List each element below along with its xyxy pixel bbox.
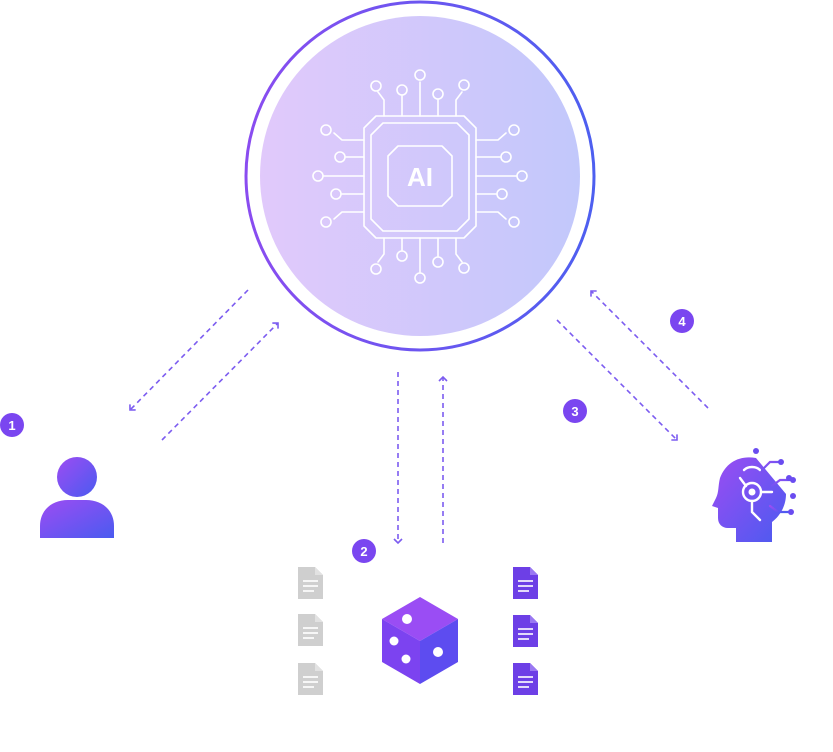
step-number: 3 xyxy=(571,404,578,419)
arrow-hub-to-user xyxy=(129,289,249,411)
document-icon xyxy=(513,567,538,599)
cube-icon xyxy=(382,597,458,684)
ai-hub: AI xyxy=(244,0,596,352)
step-badge-2: 2 xyxy=(352,539,376,563)
document-icon xyxy=(513,615,538,647)
arrow-ai-head-to-hub xyxy=(590,290,709,409)
flow-arrows xyxy=(129,289,709,545)
step-number: 4 xyxy=(678,314,686,329)
document-icon xyxy=(298,663,323,695)
document-icon xyxy=(298,567,323,599)
step-badge-3: 3 xyxy=(563,399,587,423)
ai-chip-icon xyxy=(312,69,528,284)
arrow-hub-to-ai-head xyxy=(556,319,678,441)
hub-inner-circle xyxy=(260,16,580,336)
user-icon xyxy=(40,457,114,538)
step-number: 1 xyxy=(8,418,15,433)
arrow-user-to-hub xyxy=(161,322,279,441)
right-documents xyxy=(513,567,538,695)
document-icon xyxy=(298,614,323,646)
step-badge-4: 4 xyxy=(670,309,694,333)
left-documents xyxy=(298,567,323,695)
chip-label: AI xyxy=(407,162,433,192)
ai-head-icon xyxy=(712,448,796,542)
step-badge-1: 1 xyxy=(0,413,24,437)
step-number: 2 xyxy=(360,544,367,559)
document-icon xyxy=(513,663,538,695)
